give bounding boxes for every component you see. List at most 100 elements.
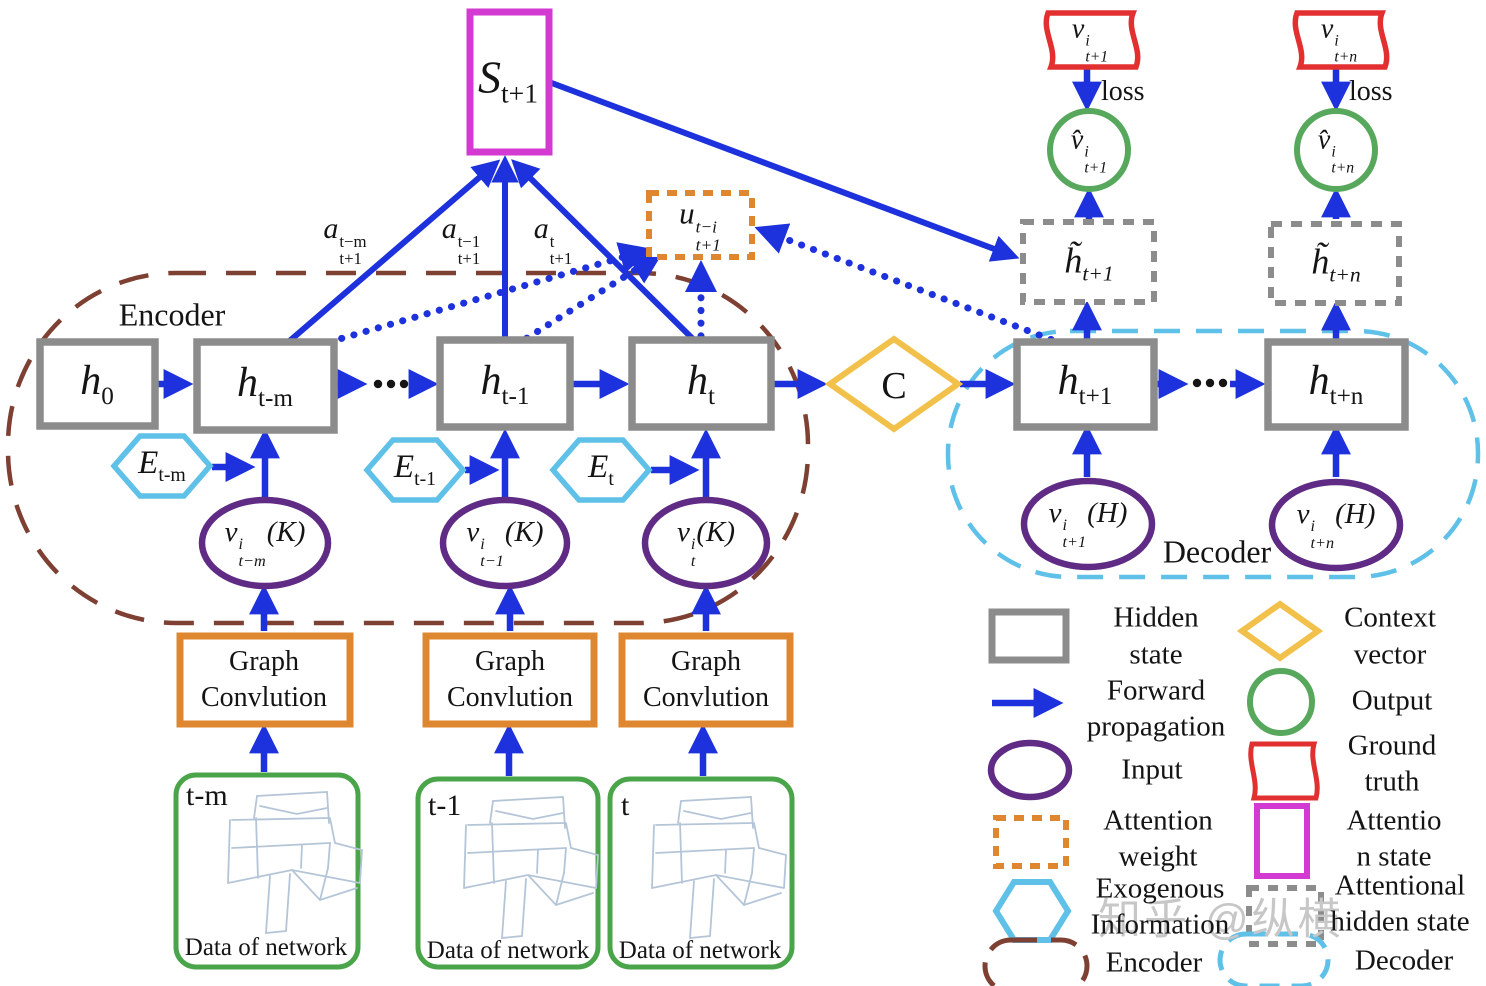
attention-line	[284, 159, 501, 347]
legend-label-context2: vector	[1353, 638, 1427, 671]
graph-conv-box-1	[176, 632, 354, 728]
attention-state-label: St+1	[477, 51, 539, 109]
legend-label-forward: Forward	[1106, 674, 1206, 707]
attention-query-line	[754, 223, 1067, 348]
h-p1-label: ht+1	[1057, 358, 1113, 410]
legend-label-input: Input	[1121, 753, 1183, 786]
h-p1-box	[1013, 338, 1158, 431]
graph-conv-box-2	[422, 632, 598, 728]
h-t1-box	[436, 336, 574, 431]
e-tm-hexagon	[110, 433, 214, 499]
v-pn-ellipse	[1268, 478, 1404, 572]
legend-label-hidden: Hidden	[1113, 601, 1199, 634]
legend-label-exogenous2: Information	[1090, 908, 1230, 941]
attentional-hidden-p1-label: h̃t+1	[1064, 240, 1114, 286]
attention-line	[511, 159, 701, 347]
h-pn-label: ht+n	[1308, 358, 1364, 410]
legend-ground-truth-icon	[1248, 741, 1320, 801]
context-vector-label: C	[881, 365, 907, 407]
legend-label-hidden2: state	[1129, 638, 1183, 671]
v-tm-ellipse	[198, 496, 332, 590]
legend-output-icon	[1247, 668, 1315, 736]
h-t1-label: ht-1	[480, 358, 530, 410]
s-to-attentional-hidden-arrow	[547, 79, 1020, 262]
legend-hidden-state-icon	[988, 608, 1070, 664]
legend-label-attentional2: hidden state	[1330, 905, 1470, 938]
h-tm-box	[193, 338, 338, 434]
hidden-state-boxes	[36, 336, 1409, 434]
legend-label-forward2: propagation	[1086, 710, 1226, 743]
legend-label-attention-state: Attentio	[1346, 804, 1442, 837]
legend-exogenous-information-icon	[992, 879, 1072, 943]
attention-weight-line	[512, 252, 663, 349]
output-circle-p1	[1047, 108, 1131, 192]
graph-conv-box-3	[618, 632, 794, 728]
attention-state-box	[466, 8, 553, 156]
encoder-region-label: Encoder	[118, 296, 226, 333]
watermark: 知乎 @纵横	[1098, 896, 1344, 944]
v-t-ellipse	[641, 496, 771, 590]
input-ellipses	[198, 477, 1404, 590]
data-box-3	[607, 776, 795, 970]
data-caption-2: Data of network	[426, 937, 590, 964]
ellipsis-dots	[373, 378, 1228, 389]
h-t-box	[628, 336, 775, 431]
e-t-hexagon	[549, 437, 653, 503]
legend-label-exogenous: Exogenous	[1095, 872, 1225, 905]
legend-label-encoder: Encoder	[1105, 946, 1203, 979]
legend-encoder-icon	[982, 937, 1090, 986]
legend-label-attentional: Attentional	[1334, 869, 1466, 902]
legend-label-attention2: weight	[1118, 840, 1198, 873]
decoder-region-outline	[945, 328, 1481, 580]
legend-label-context: Context	[1344, 601, 1436, 634]
e-t1-hexagon	[363, 437, 467, 503]
attentional-hidden-box-pn	[1268, 221, 1402, 306]
legend-attention-weight-icon	[993, 815, 1069, 869]
legend-context-vector-icon	[1236, 600, 1324, 662]
data-caption-1: Data of network	[184, 934, 348, 961]
e-t1-label: Et-1	[393, 449, 437, 490]
v-p1-ellipse	[1020, 477, 1156, 571]
loss-label-pn: loss	[1349, 76, 1393, 107]
legend-label-attention: Attention	[1103, 804, 1213, 837]
legend-attention-state-icon	[1254, 803, 1310, 879]
output-circle-pn	[1294, 108, 1378, 192]
e-t-label: Et	[588, 449, 614, 490]
legend-label-decoder: Decoder	[1354, 944, 1454, 977]
e-tm-label: Et-m	[138, 445, 186, 486]
h-t-label: ht	[687, 358, 715, 410]
attention-weight-arrows	[301, 223, 1067, 353]
ground-truth-flag-p1	[1043, 10, 1141, 70]
ground-truth-flag-pn	[1292, 10, 1390, 70]
legend-attentional-hidden-state-icon	[1246, 885, 1324, 947]
data-caption-3: Data of network	[618, 937, 782, 964]
legend-label-attention-state2: n state	[1356, 840, 1432, 873]
attention-sum-arrows	[284, 79, 1020, 347]
h-pn-box	[1264, 338, 1409, 431]
context-vector-diamond	[824, 335, 964, 433]
legend-label-output: Output	[1351, 684, 1433, 717]
legend-label-ground2: truth	[1364, 765, 1420, 798]
h0-label: h0	[80, 358, 114, 410]
data-time-label-3: t	[621, 789, 630, 822]
data-time-label-1: t-m	[186, 779, 228, 812]
legend-label-ground: Ground	[1347, 729, 1437, 762]
legend-icons	[982, 600, 1331, 986]
legend-input-icon	[987, 739, 1073, 801]
loss-label-p1: loss	[1101, 76, 1145, 107]
data-box-2	[415, 776, 601, 970]
